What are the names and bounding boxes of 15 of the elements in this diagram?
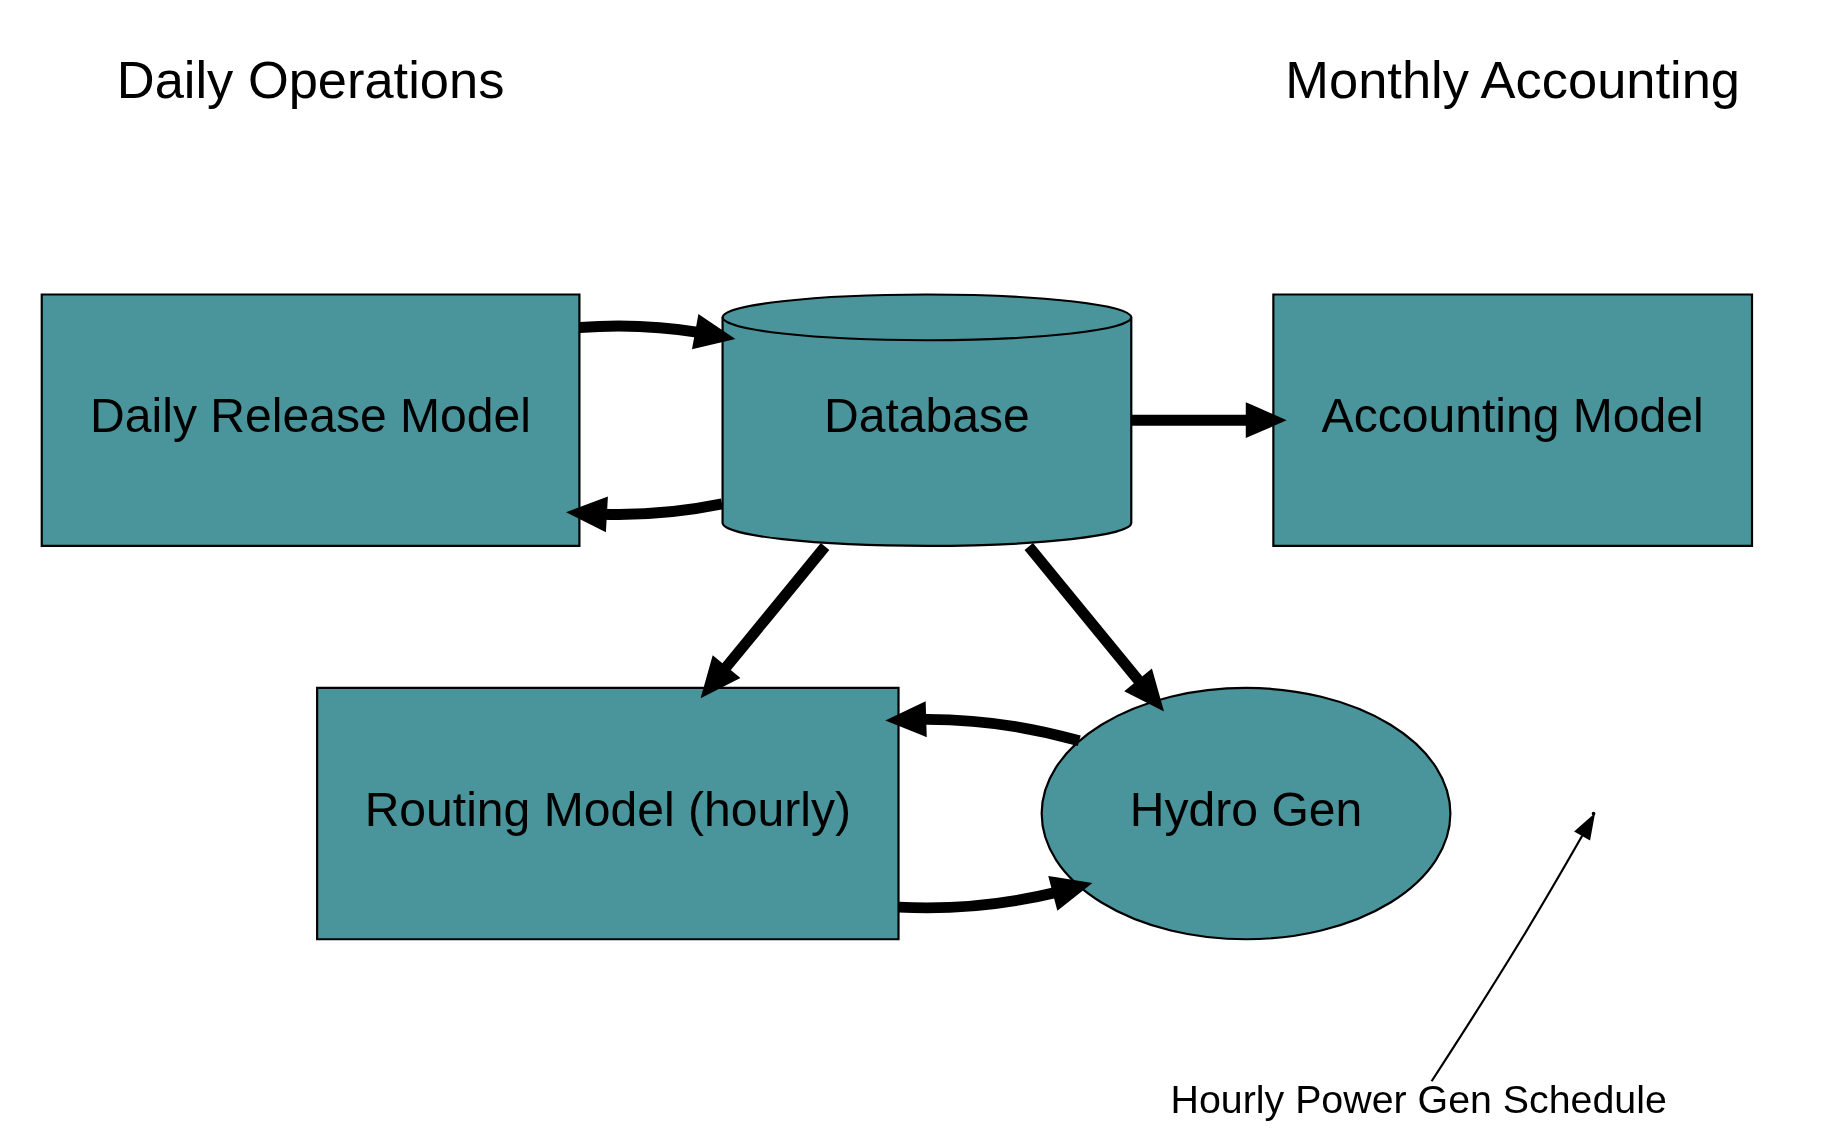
arrow xyxy=(898,875,1093,914)
arrow xyxy=(1024,543,1165,712)
arrow xyxy=(1131,402,1287,439)
arrow xyxy=(700,543,830,699)
node-box: Routing Model (hourly) xyxy=(316,686,900,941)
arrow xyxy=(1430,813,1596,1082)
label: Daily Operations xyxy=(116,51,505,110)
label: Monthly Accounting xyxy=(1285,51,1741,110)
arrow xyxy=(885,701,1081,747)
arrow xyxy=(566,496,724,533)
node-box: Daily Release Model xyxy=(40,293,581,547)
node-text: Hourly Power Gen Schedule xyxy=(1170,1076,1667,1121)
node-ellipse: Hydro Gen xyxy=(1040,686,1452,941)
node-box: Accounting Model xyxy=(1272,293,1754,547)
arrow xyxy=(579,313,736,350)
